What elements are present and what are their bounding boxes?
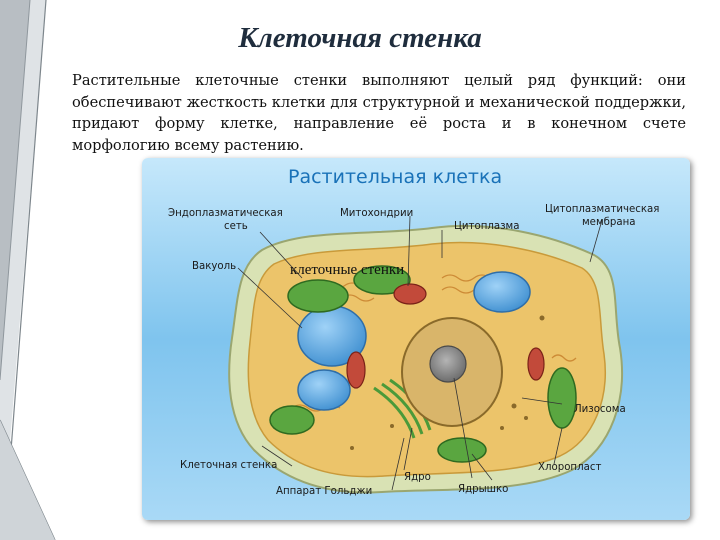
label-mitochondria: Митохондрии [340, 208, 414, 219]
label-er-line2: сеть [224, 221, 248, 232]
vacuole [297, 369, 351, 411]
label-membrane-line1: Цитоплазматическая [545, 204, 660, 215]
plant-cell-figure: Растительная клетка Эндоплазматическая с… [142, 158, 690, 520]
vacuole [473, 271, 531, 313]
label-lysosome: Лизосома [574, 404, 626, 415]
mitochondrion [346, 351, 366, 389]
plant-cell-illustration [142, 158, 690, 520]
mitochondrion [393, 283, 427, 305]
label-membrane-line2: мембрана [582, 217, 636, 228]
chloroplast [287, 279, 349, 313]
overlay-caption: клеточные стенки [290, 262, 405, 278]
slide-body-text: Растительные клеточные стенки выполняют … [72, 72, 686, 154]
label-er-line1: Эндоплазматическая [168, 208, 283, 219]
chloroplast [353, 265, 411, 295]
chloroplast [547, 367, 577, 429]
slide-title: Клеточная стенка [238, 22, 482, 54]
label-golgi: Аппарат Гольджи [276, 486, 373, 497]
mitochondrion [527, 347, 545, 381]
nucleolus [429, 345, 467, 383]
label-cell-wall: Клеточная стенка [180, 460, 278, 471]
label-chloroplast: Хлоропласт [538, 462, 602, 473]
chloroplast [437, 437, 487, 463]
figure-title: Растительная клетка [288, 166, 503, 188]
label-vacuole: Вакуоль [192, 261, 237, 272]
label-nucleolus: Ядрышко [458, 484, 509, 495]
label-nucleus: Ядро [404, 472, 431, 483]
left-decoration [0, 0, 56, 540]
label-cytoplasm: Цитоплазма [454, 221, 520, 232]
chloroplast [269, 405, 315, 435]
